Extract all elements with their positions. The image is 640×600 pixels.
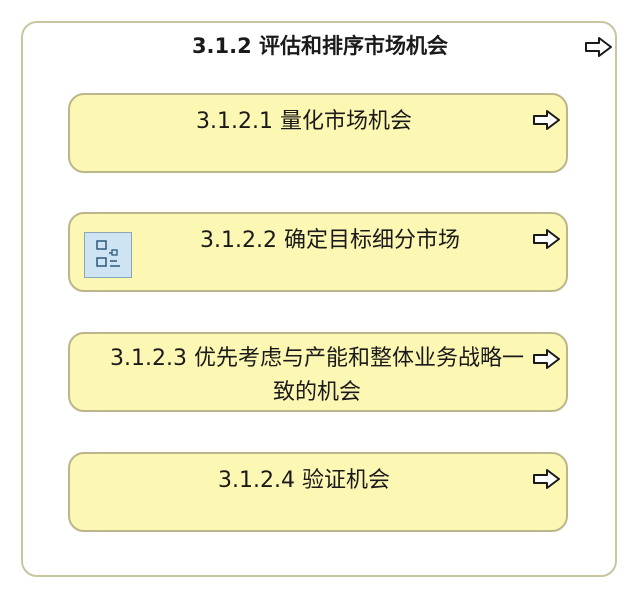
right-arrow-icon[interactable] [532, 468, 562, 490]
process-card-label: 3.1.2.1 量化市场机会 [196, 109, 412, 134]
process-card-3-1-2-4[interactable]: 3.1.2.4 验证机会 [68, 452, 568, 532]
process-group-title: 3.1.2 评估和排序市场机会 [191, 34, 449, 58]
process-card-label: 3.1.2.4 验证机会 [218, 468, 390, 493]
checklist-icon [84, 232, 132, 278]
right-arrow-icon[interactable] [532, 228, 562, 250]
right-arrow-icon[interactable] [532, 348, 562, 370]
process-card-label: 3.1.2.3 优先考虑与产能和整体业务战略一致的机会 [110, 346, 524, 405]
right-arrow-icon[interactable] [584, 36, 614, 58]
process-card-3-1-2-2[interactable]: 3.1.2.2 确定目标细分市场 [68, 212, 568, 292]
right-arrow-icon[interactable] [532, 109, 562, 131]
process-card-label: 3.1.2.2 确定目标细分市场 [200, 228, 460, 253]
process-card-3-1-2-1[interactable]: 3.1.2.1 量化市场机会 [68, 93, 568, 173]
process-card-3-1-2-3[interactable]: 3.1.2.3 优先考虑与产能和整体业务战略一致的机会 [68, 332, 568, 412]
